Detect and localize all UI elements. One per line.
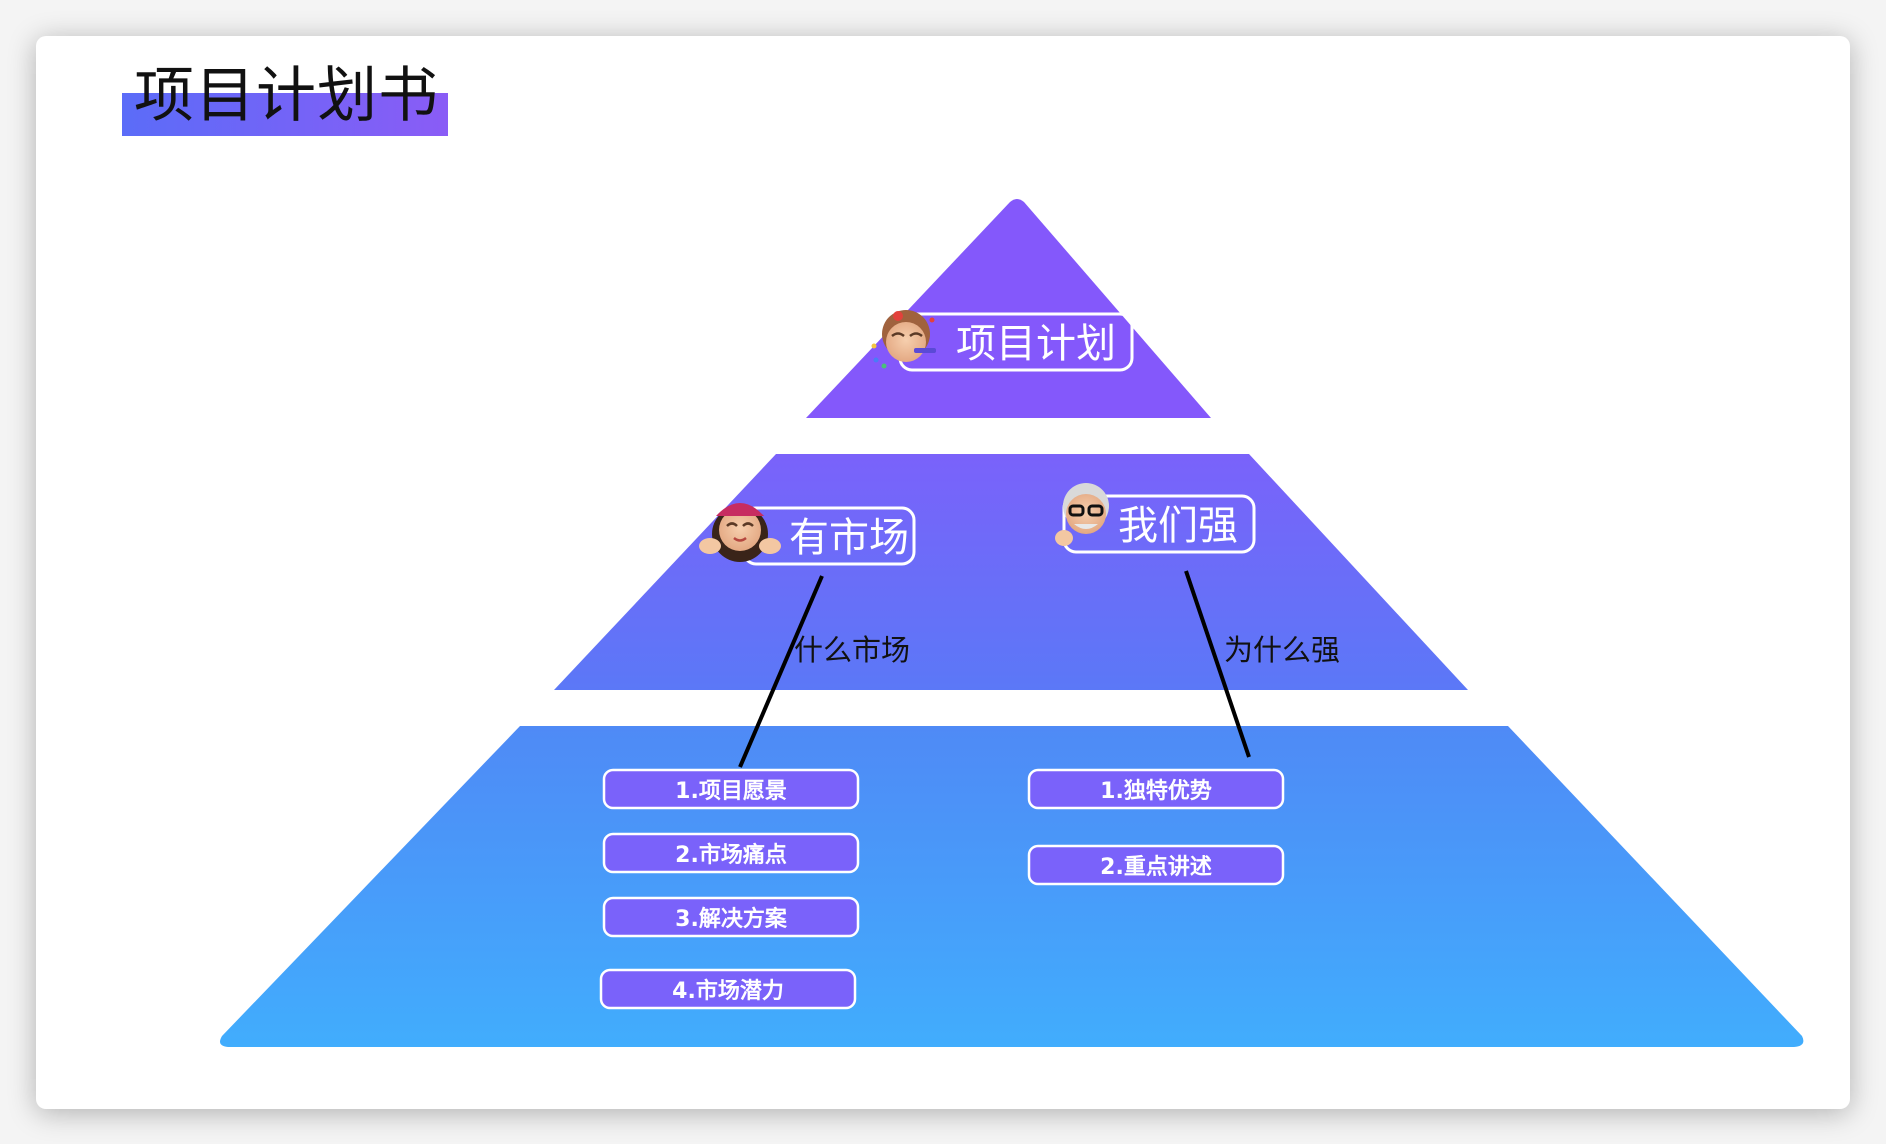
middle-left-label: 有市场 [789, 515, 909, 561]
list-item-label: 1.项目愿景 [675, 779, 787, 804]
pyramid-tier-middle [554, 454, 1468, 690]
list-item: 1.独特优势 [1027, 768, 1285, 810]
list-item-label: 3.解决方案 [675, 906, 788, 932]
middle-right-label: 我们强 [1118, 503, 1238, 549]
top-label-group: 项目计划 [871, 310, 1134, 372]
page-title: 项目计划书 [134, 61, 439, 131]
list-item-label: 2.市场痛点 [675, 842, 787, 868]
title-highlight-bar [122, 93, 448, 136]
right-connector-line [1184, 570, 1251, 758]
right-connector-label: 为什么强 [1224, 633, 1340, 667]
avatar-glasses-man-icon [1055, 483, 1109, 546]
avatar-party-icon [871, 310, 936, 369]
left-connector-label: 什么市场 [794, 633, 910, 667]
left-connector-line [738, 575, 824, 768]
pyramid-tier-top [806, 199, 1211, 418]
middle-right-label-group: 我们强 [1055, 483, 1256, 554]
list-item-label: 2.重点讲述 [1100, 854, 1212, 880]
list-item: 4.市场潜力 [599, 968, 857, 1010]
list-item: 2.市场痛点 [602, 832, 860, 874]
middle-left-label-group: 有市场 [699, 503, 916, 566]
slide-canvas: 项目计划书 项目计划 [36, 36, 1850, 1109]
pyramid-tier-bottom [220, 726, 1804, 1047]
list-item: 3.解决方案 [602, 896, 860, 938]
bottom-left-list: 1.项目愿景 2.市场痛点 3.解决方案 4.市场潜力 [599, 768, 860, 1010]
bottom-right-list: 1.独特优势 2.重点讲述 [1027, 768, 1285, 886]
list-item-label: 1.独特优势 [1100, 778, 1212, 804]
list-item: 2.重点讲述 [1027, 844, 1285, 886]
list-item: 1.项目愿景 [602, 768, 860, 810]
top-label: 项目计划 [956, 321, 1116, 367]
pyramid-diagram: 项目计划 有市场 [220, 199, 1804, 1047]
avatar-cap-girl-icon [699, 503, 781, 562]
list-item-label: 4.市场潜力 [672, 978, 784, 1004]
middle-right-label-pill [1062, 494, 1256, 554]
